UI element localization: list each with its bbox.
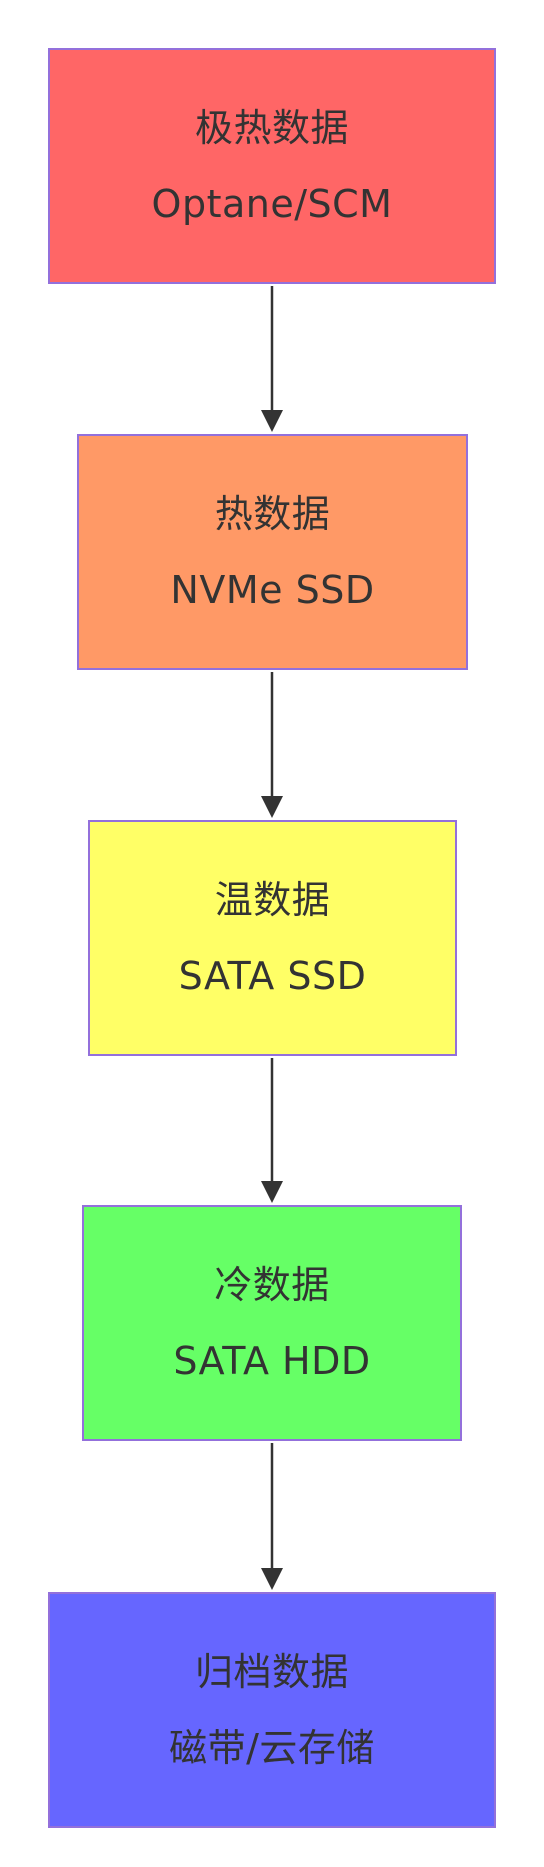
- edge-cold-to-archive: [261, 1443, 283, 1590]
- node-title: 极热数据: [194, 106, 349, 150]
- node-title: 温数据: [214, 878, 331, 922]
- node-storage-medium: Optane/SCM: [151, 182, 393, 226]
- arrowhead-icon: [261, 796, 283, 818]
- arrowhead-icon: [261, 1181, 283, 1203]
- node-title: 归档数据: [194, 1650, 349, 1694]
- node-title: 热数据: [214, 492, 331, 536]
- node-title: 冷数据: [214, 1263, 330, 1307]
- arrowhead-icon: [261, 410, 283, 432]
- node-storage-medium: SATA SSD: [178, 954, 367, 998]
- node-storage-medium: NVMe SSD: [170, 568, 375, 612]
- edge-warm-to-cold: [261, 1058, 283, 1203]
- node-warm-data: 温数据 SATA SSD: [88, 820, 457, 1056]
- edge-extremely-hot-to-hot: [261, 286, 283, 432]
- node-hot-data: 热数据 NVMe SSD: [77, 434, 468, 670]
- node-storage-medium: SATA HDD: [173, 1339, 371, 1383]
- node-archive-data: 归档数据 磁带/云存储: [48, 1592, 496, 1828]
- arrowhead-icon: [261, 1568, 283, 1590]
- node-extremely-hot-data: 极热数据 Optane/SCM: [48, 48, 496, 284]
- node-storage-medium: 磁带/云存储: [169, 1726, 375, 1770]
- node-cold-data: 冷数据 SATA HDD: [82, 1205, 462, 1441]
- edge-hot-to-warm: [261, 672, 283, 818]
